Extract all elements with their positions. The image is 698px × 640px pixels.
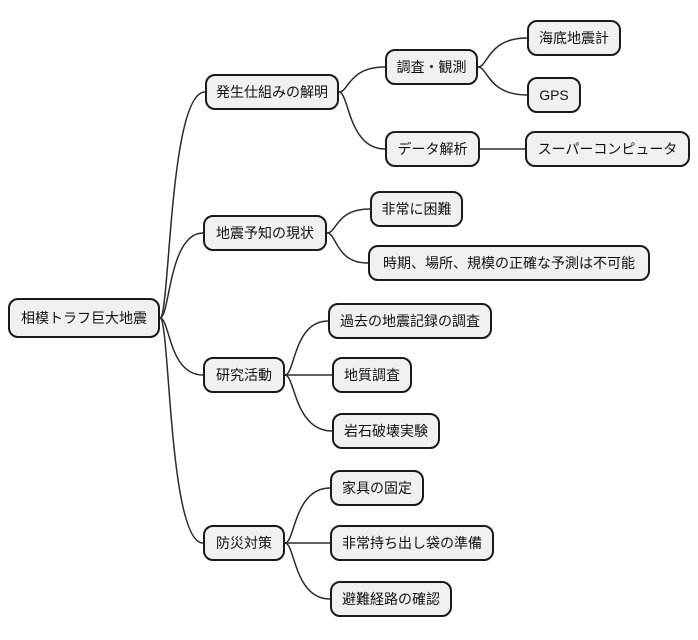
link-root-b1: [159, 91, 206, 319]
link-b3-c33: [284, 374, 333, 432]
node-gps: GPS: [527, 77, 581, 113]
node-mechanism-elucidation: 発生仕組みの解明: [205, 74, 339, 110]
node-root-sagami-trough-earthquake: 相模トラフ巨大地震: [8, 298, 160, 338]
node-supercomputer: スーパーコンピュータ: [525, 131, 690, 167]
link-b4-c41: [284, 487, 331, 544]
link-b4-c43: [284, 542, 331, 600]
link-root-b3: [159, 317, 204, 376]
node-furniture-fixing: 家具の固定: [330, 470, 424, 506]
node-prediction-current-status: 地震予知の現状: [203, 215, 327, 251]
node-accurate-prediction-impossible: 時期、場所、規模の正確な予測は不可能: [368, 245, 650, 281]
node-disaster-prevention: 防災対策: [203, 525, 285, 561]
link-c11-d112: [477, 66, 528, 96]
node-geological-survey: 地質調査: [332, 357, 412, 393]
link-root-b4: [159, 317, 204, 544]
node-emergency-bag-preparation: 非常持ち出し袋の準備: [330, 525, 494, 561]
link-b1-c12: [338, 91, 386, 150]
link-b2-c22: [326, 232, 369, 264]
node-survey-observation: 調査・観測: [385, 49, 478, 85]
link-root-b2: [159, 232, 204, 319]
node-data-analysis: データ解析: [385, 131, 480, 167]
node-evacuation-route-confirmation: 避難経路の確認: [330, 581, 452, 617]
link-b3-c31: [284, 320, 329, 376]
node-rock-fracture-experiment: 岩石破壊実験: [332, 413, 440, 449]
node-past-earthquake-records-survey: 過去の地震記録の調査: [328, 303, 492, 339]
node-research-activities: 研究活動: [203, 357, 285, 393]
node-ocean-bottom-seismometer: 海底地震計: [527, 20, 621, 56]
link-b1-c11: [338, 66, 386, 93]
link-c11-d111: [477, 37, 528, 68]
node-very-difficult: 非常に困難: [370, 191, 463, 227]
link-b2-c21: [326, 208, 371, 234]
